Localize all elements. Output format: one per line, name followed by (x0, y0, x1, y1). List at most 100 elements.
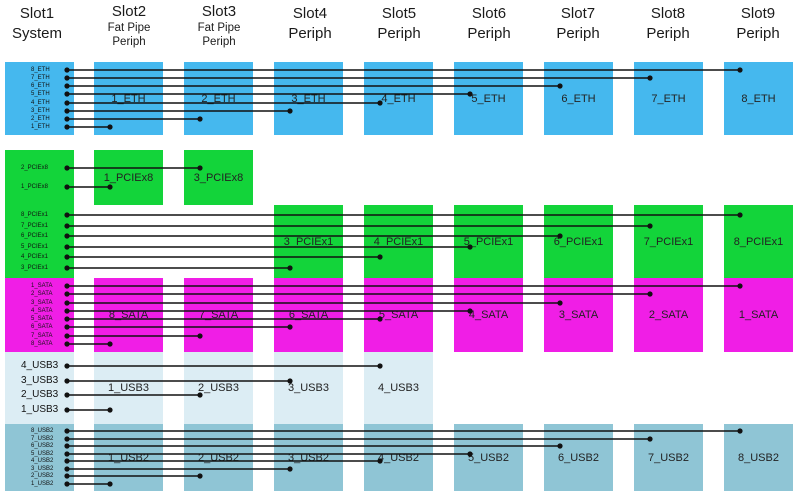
system-pciex1-block (5, 205, 74, 278)
box-label: 1_SATA (738, 309, 779, 321)
box-label: 4_ETH (381, 92, 416, 105)
box-label: 1_USB3 (108, 382, 149, 394)
slot6-sata-block: 4_SATA (454, 278, 523, 352)
slot9-pciex1-block: 8_PCIEx1 (724, 205, 793, 278)
system-signal-label: 3_ETH (31, 107, 50, 114)
slot8-pciex1-block: 7_PCIEx1 (634, 205, 703, 278)
slot3-pciex1-empty (184, 205, 253, 278)
system-signal-label: 5_SATA (31, 315, 53, 322)
system-signal-label: 1_ETH (31, 123, 50, 130)
box-label: 3_PCIEx1 (283, 235, 334, 248)
slot-header-line: Slot2 (111, 3, 147, 20)
slot3-eth-block: 2_ETH (184, 62, 253, 135)
slot2-pciex1-empty (94, 205, 163, 278)
slot8-usb2-block: 7_USB2 (634, 424, 703, 491)
slot-header-line: Periph (202, 36, 236, 48)
system-signal-label: 6_USB2 (31, 442, 54, 449)
slot-header-line: Periph (288, 25, 332, 42)
system-signal-label: 4_PCIEx1 (21, 253, 49, 260)
slot-header-line: Slot1 (19, 5, 55, 22)
box-label: 2_USB2 (198, 451, 239, 464)
system-signal-label: 7_ETH (31, 74, 50, 81)
slot4-pciex8-empty (274, 150, 343, 205)
box-label: 7_SATA (198, 309, 239, 321)
slot-header-line: System (11, 25, 62, 42)
system-signal-label: 3_USB3 (21, 374, 59, 386)
slot-header-line: Fat Pipe (107, 22, 151, 34)
slot8-pciex8-empty (634, 150, 703, 205)
system-signal-label: 8_USB2 (31, 427, 54, 434)
system-signal-label: 5_PCIEx1 (21, 243, 49, 250)
slot-header-line: Slot3 (201, 3, 237, 20)
system-signal-label: 3_USB2 (31, 465, 54, 472)
system-signal-label: 6_ETH (31, 82, 50, 89)
box-label: 8_ETH (741, 92, 776, 105)
box-label: 4_USB3 (378, 382, 419, 394)
slot-header-line: Periph (467, 25, 511, 42)
slot9-usb3-empty (724, 352, 793, 424)
slot5-pciex8-empty (364, 150, 433, 205)
box-label: 5_SATA (378, 309, 419, 321)
box-label: 6_USB2 (558, 451, 599, 464)
slot4-pciex1-block: 3_PCIEx1 (274, 205, 343, 278)
box-label: 3_USB3 (288, 382, 329, 394)
box-label: 5_USB2 (468, 451, 509, 464)
slot9-eth-block: 8_ETH (724, 62, 793, 135)
system-signal-label: 7_PCIEx1 (21, 222, 49, 229)
slot2-pciex8-block: 1_PCIEx8 (94, 150, 163, 205)
slot-header-line: Periph (112, 36, 146, 48)
box-label: 2_USB3 (198, 382, 239, 394)
system-eth-block (5, 62, 74, 135)
slot4-sata-block: 6_SATA (274, 278, 343, 352)
slot9-pciex8-empty (724, 150, 793, 205)
slot5-sata-block: 5_SATA (364, 278, 433, 352)
box-label: 6_PCIEx1 (553, 235, 604, 248)
system-pciex8-block (5, 150, 74, 205)
system-signal-label: 1_USB2 (31, 480, 54, 487)
system-signal-label: 8_SATA (31, 340, 53, 347)
system-signal-label: 3_PCIEx1 (21, 264, 49, 271)
box-label: 2_SATA (648, 309, 689, 321)
slot7-usb3-empty (544, 352, 613, 424)
system-signal-label: 8_PCIEx1 (21, 211, 49, 218)
slot-header-line: Periph (646, 25, 690, 42)
slot2-usb3-block: 1_USB3 (94, 352, 163, 424)
slot4-eth-block: 3_ETH (274, 62, 343, 135)
slot5-usb2-block: 4_USB2 (364, 424, 433, 491)
slot3-pciex8-block: 3_PCIEx8 (184, 150, 253, 205)
slot7-pciex1-block: 6_PCIEx1 (544, 205, 613, 278)
slot2-eth-block: 1_ETH (94, 62, 163, 135)
box-label: 4_USB2 (378, 451, 419, 464)
slot-header-line: Periph (556, 25, 600, 42)
system-signal-label: 6_SATA (31, 323, 53, 330)
slot7-pciex8-empty (544, 150, 613, 205)
slot-header-line: Periph (377, 25, 421, 42)
slot5-pciex1-block: 4_PCIEx1 (364, 205, 433, 278)
system-signal-label: 4_SATA (31, 307, 53, 314)
slot3-sata-block: 7_SATA (184, 278, 253, 352)
box-label: 7_USB2 (648, 451, 689, 464)
box-label: 6_ETH (561, 92, 596, 105)
box-label: 7_PCIEx1 (643, 235, 694, 248)
system-signal-label: 7_SATA (31, 332, 53, 339)
system-signal-label: 4_USB3 (21, 359, 59, 371)
slot6-usb3-empty (454, 352, 523, 424)
slot7-sata-block: 3_SATA (544, 278, 613, 352)
system-signal-label: 2_SATA (31, 290, 53, 297)
slot2-sata-block: 8_SATA (94, 278, 163, 352)
box-label: 8_PCIEx1 (733, 235, 784, 248)
slot2-usb2-block: 1_USB2 (94, 424, 163, 491)
box-label: 3_ETH (291, 92, 326, 105)
slot8-eth-block: 7_ETH (634, 62, 703, 135)
system-signal-label: 4_USB2 (31, 457, 54, 464)
box-label: 3_PCIEx8 (193, 171, 244, 184)
system-signal-label: 4_ETH (31, 99, 50, 106)
